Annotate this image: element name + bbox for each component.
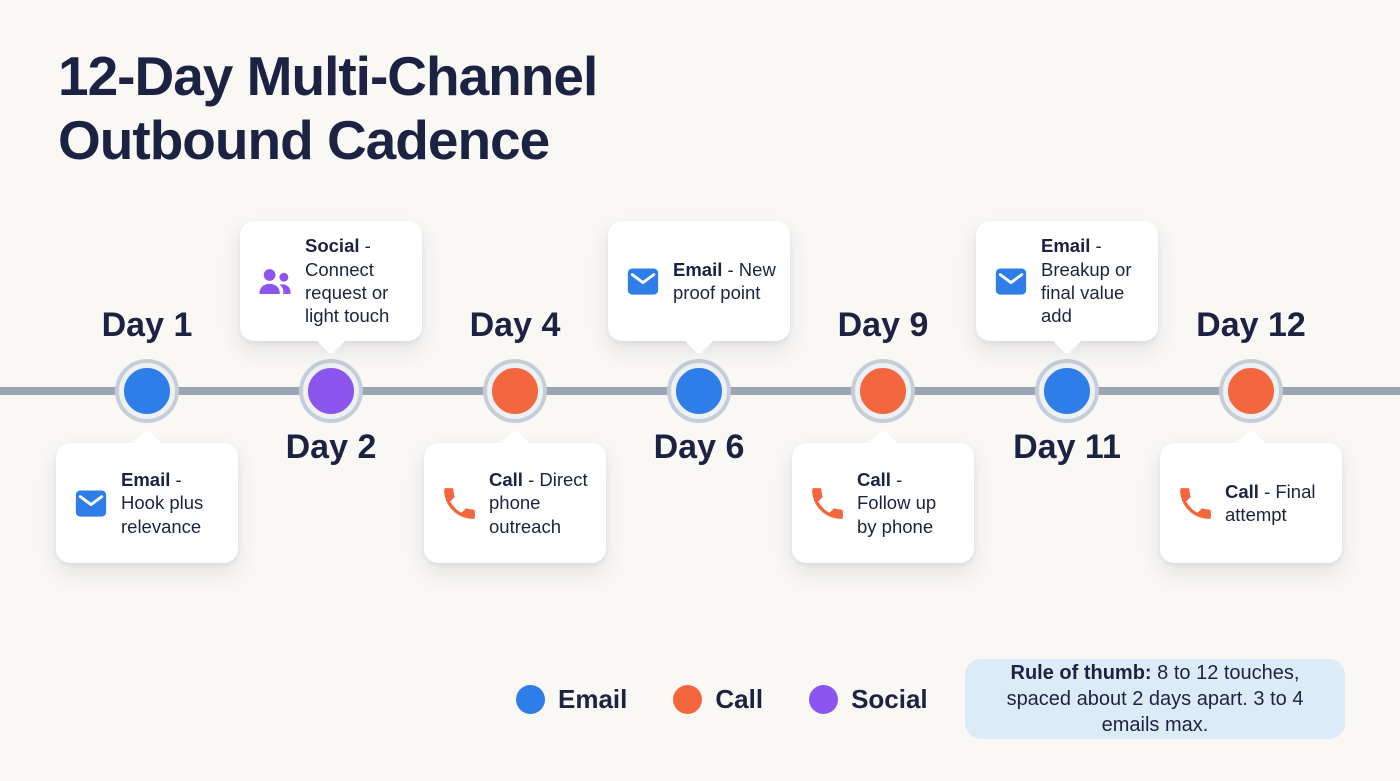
timeline-item: Day 9 Call - Follow up by phone [791,0,975,781]
touch-card: Email - Hook plus relevance [56,443,238,563]
social-icon [254,262,296,300]
timeline-dot [303,363,359,419]
timeline-dot [671,363,727,419]
call-icon [806,483,848,524]
legend-dot [809,685,839,714]
legend-item: Email [516,684,627,715]
legend-label: Social [851,684,928,714]
touch-card-text: Social - Connect request or light touch [305,234,408,328]
day-label: Day 12 [1196,306,1306,344]
rule-of-thumb-text: Rule of thumb: 8 to 12 touches, spaced a… [985,660,1325,738]
touch-card-text: Email - Hook plus relevance [121,468,224,538]
legend-item: Call [673,684,763,715]
legend-label: Email [558,684,628,714]
email-icon [70,487,112,520]
day-label: Day 9 [837,306,929,344]
channel-name: Call [1225,480,1259,502]
rule-of-thumb-body: 8 to 12 touches, spaced about 2 days apa… [1006,662,1304,736]
channel-name: Email [1041,235,1091,257]
touch-card: Call - Final attempt [1160,443,1342,563]
rule-of-thumb-label: Rule of thumb: [1010,662,1152,684]
day-label: Day 1 [101,306,193,344]
touch-card: Call - Follow up by phone [792,443,974,563]
timeline-dot [1223,363,1279,419]
touch-card: Email - New proof point [608,221,790,341]
timeline-dot [487,363,543,419]
touch-card: Call - Direct phone outreach [424,443,606,563]
legend-dot [516,685,545,714]
timeline-dot [119,363,175,419]
touch-card: Social - Connect request or light touch [240,221,422,341]
timeline-dot [1039,363,1095,419]
channel-name: Email [121,468,171,490]
touch-card-text: Email - Breakup or final value add [1041,234,1144,328]
email-icon [622,265,664,298]
timeline-item: Day 11 Email - Breakup or final value ad… [975,0,1159,781]
day-label: Day 11 [1013,428,1121,466]
touch-description: - Final attempt [1225,480,1316,525]
touch-description: - Follow up by phone [857,468,937,537]
touch-description: - Direct phone outreach [489,468,588,537]
touch-description: - Hook plus relevance [121,468,204,537]
touch-description: - New proof point [673,258,776,303]
page-title-line2: Outbound Cadence [58,109,550,172]
touch-card-text: Email - New proof point [673,258,776,305]
timeline-item: Day 4 Call - Direct phone outreach [423,0,607,781]
call-icon [1174,483,1216,524]
call-icon [438,483,480,524]
email-icon [990,265,1032,298]
day-label: Day 4 [469,306,561,344]
legend: Email Call Social [516,684,928,715]
page-title: 12-Day Multi-Channel Outbound Cadence [58,44,598,173]
day-label: Day 2 [285,428,377,466]
touch-description: - Connect request or light touch [305,235,390,327]
touch-card: Email - Breakup or final value add [976,221,1158,341]
day-label: Day 6 [653,428,745,466]
channel-name: Social [305,235,360,257]
legend-label: Call [715,684,764,714]
legend-item: Social [809,684,928,715]
touch-card-text: Call - Final attempt [1225,480,1328,527]
legend-dot [673,685,703,714]
timeline-dot [855,363,911,419]
channel-name: Email [673,258,723,280]
timeline-item: Day 6 Email - New proof point [607,0,791,781]
timeline-item: Day 2 Social - Connect request or light … [239,0,423,781]
touch-card-text: Call - Direct phone outreach [489,468,592,538]
channel-name: Call [857,468,891,490]
timeline-item: Day 1 Email - Hook plus relevance [55,0,239,781]
touch-card-text: Call - Follow up by phone [857,468,960,538]
page-title-line1: 12-Day Multi-Channel [58,45,598,107]
channel-name: Call [489,468,523,490]
touch-description: - Breakup or final value add [1041,235,1132,327]
timeline-item: Day 12 Call - Final attempt [1159,0,1343,781]
rule-of-thumb-box: Rule of thumb: 8 to 12 touches, spaced a… [965,659,1345,739]
